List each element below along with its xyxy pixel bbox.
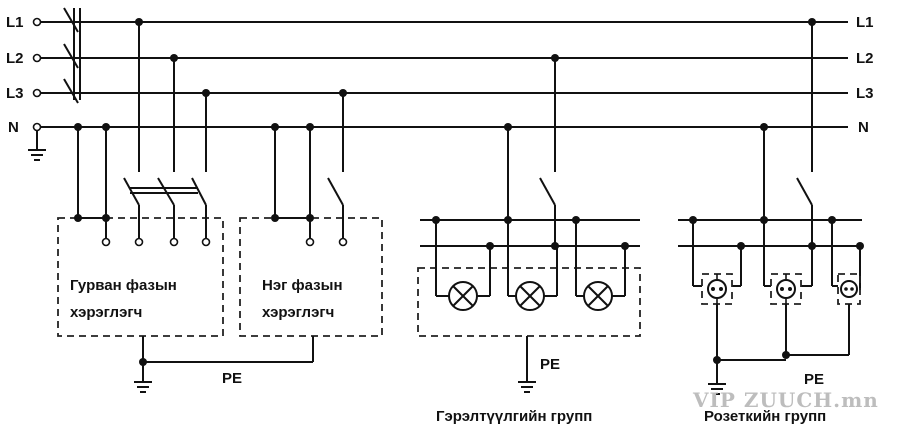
lighting-group-label: Гэрэлтүүлгийн групп (436, 408, 592, 425)
sockets-pe-label: PE (804, 371, 824, 388)
n-ground-symbol (28, 131, 46, 161)
bus-label-l2-left: L2 (6, 50, 24, 67)
bus-label-l1-right: L1 (856, 14, 874, 31)
main-switch (63, 7, 81, 104)
socket-3-icon (840, 280, 858, 298)
single-phase-label-line1: Нэг фазын (262, 277, 343, 294)
socket-2-icon (776, 279, 796, 299)
single-phase-consumer (239, 89, 383, 337)
single-phase-box (239, 217, 383, 337)
bus-lines (40, 21, 848, 128)
three-phase-label-line1: Гурван фазын (70, 277, 177, 294)
lamp-2-icon (515, 281, 545, 311)
watermark: VIP ZUUCH.mn (692, 388, 879, 412)
lamp-1-icon (448, 281, 478, 311)
terminal-l3 (32, 88, 42, 98)
three-phase-label-line2: хэрэглэгч (70, 304, 142, 321)
bus-label-n-left: N (8, 119, 19, 136)
single-phase-label-line2: хэрэглэгч (262, 304, 334, 321)
socket-1-icon (707, 279, 727, 299)
bus-label-l3-right: L3 (856, 85, 874, 102)
three-phase-box (57, 217, 224, 337)
lighting-pe-label: PE (540, 356, 560, 373)
three-phase-consumer (57, 18, 224, 337)
bus-label-l2-right: L2 (856, 50, 874, 67)
bus-label-n-right: N (858, 119, 869, 136)
bus-label-l1-left: L1 (6, 14, 24, 31)
terminal-l1 (32, 17, 42, 27)
left-terminals (32, 17, 42, 132)
consumers-pe-wiring (134, 336, 314, 393)
terminal-l2 (32, 53, 42, 63)
bus-label-l3-left: L3 (6, 85, 24, 102)
consumers-pe-label: PE (222, 370, 242, 387)
lighting-group (417, 54, 641, 393)
lamp-3-icon (583, 281, 613, 311)
lighting-box (417, 267, 641, 337)
terminal-n (32, 122, 42, 132)
sockets-group-label: Розеткийн групп (704, 408, 826, 425)
socket-group (678, 18, 864, 395)
